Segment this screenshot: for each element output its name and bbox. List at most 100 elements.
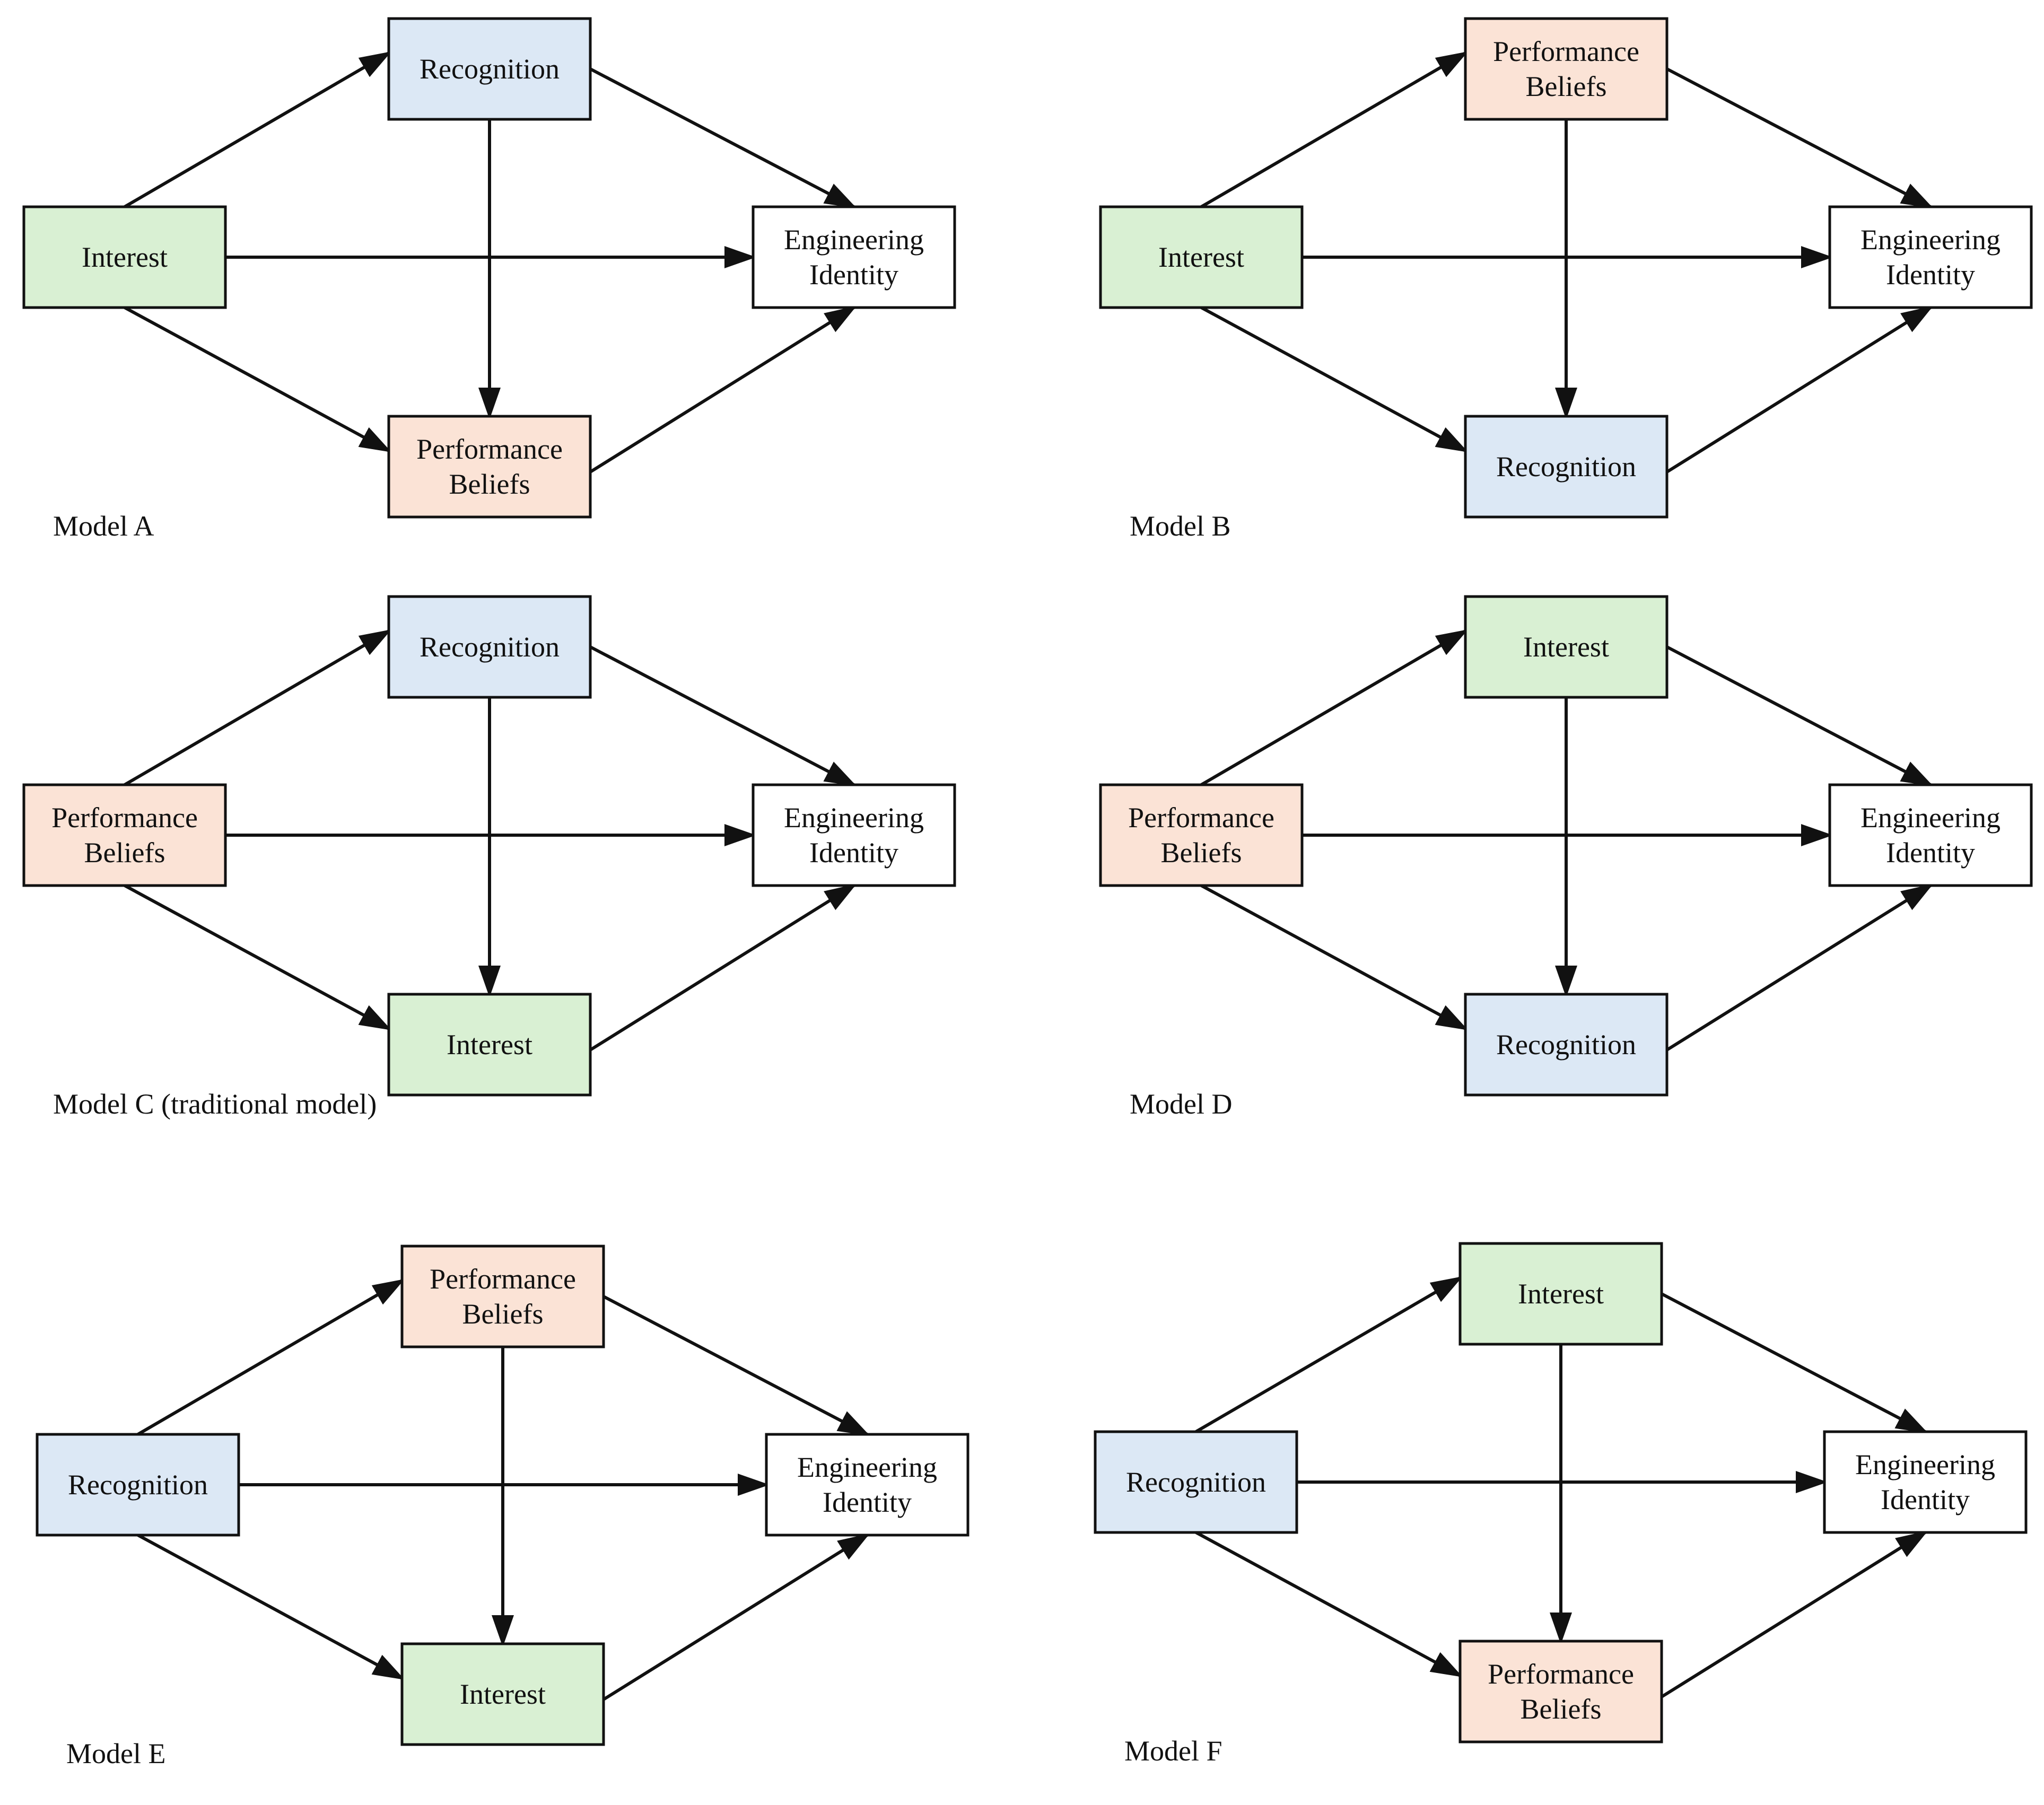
model-caption: Model A <box>53 510 154 542</box>
node-label: Beliefs <box>1161 837 1242 869</box>
node-bottom-interest: Interest <box>387 993 592 1097</box>
node-label: Identity <box>1886 259 1975 291</box>
node-box <box>1828 783 2033 887</box>
node-top-interest: Interest <box>1464 595 1669 699</box>
node-label: Identity <box>823 1486 912 1518</box>
edge-bottom-to-right <box>602 1533 870 1701</box>
node-label: Performance <box>416 433 563 465</box>
node-box <box>1099 205 1304 309</box>
node-box <box>752 783 956 887</box>
node-label: Recognition <box>1496 1029 1636 1061</box>
node-box <box>1099 783 1304 887</box>
node-label: Interest <box>460 1678 546 1710</box>
node-label: Engineering <box>797 1451 937 1483</box>
node-label: Recognition <box>1496 451 1636 483</box>
edge-left-to-top <box>124 629 392 786</box>
node-box <box>387 17 592 121</box>
edge-top-to-right <box>1666 67 1934 208</box>
node-top-recognition: Recognition <box>387 17 592 121</box>
model-caption: Model C (traditional model) <box>53 1088 377 1120</box>
node-box <box>765 1433 969 1537</box>
node-label: Identity <box>1886 837 1975 869</box>
edge-left-to-top <box>1195 1276 1463 1433</box>
node-label: Engineering <box>1860 224 2001 256</box>
node-left-recognition: Recognition <box>1094 1430 1298 1534</box>
node-label: Beliefs <box>84 837 165 869</box>
node-box <box>1464 17 1669 121</box>
edge-left-to-bottom <box>1200 306 1469 452</box>
edge-left-to-bottom <box>1195 1531 1463 1677</box>
node-label: Identity <box>809 837 898 869</box>
node-label: Beliefs <box>1526 71 1607 102</box>
node-label: Identity <box>1881 1484 1970 1515</box>
edge-top-to-right <box>1661 1292 1928 1433</box>
edge-top-to-right <box>589 645 857 786</box>
node-box <box>1823 1430 2028 1534</box>
node-box <box>387 595 592 699</box>
edge-left-to-bottom <box>1200 884 1469 1030</box>
edge-left-to-bottom <box>137 1534 405 1680</box>
node-box <box>36 1433 240 1537</box>
node-bottom-interest: Interest <box>400 1642 605 1746</box>
node-box <box>22 783 227 887</box>
node-box <box>1464 415 1669 519</box>
node-box <box>1464 993 1669 1097</box>
model-caption: Model E <box>66 1738 165 1769</box>
edge-bottom-to-right <box>1661 1530 1928 1698</box>
node-label: Interest <box>82 241 168 273</box>
node-label: Recognition <box>68 1469 208 1501</box>
node-bottom-recognition: Recognition <box>1464 993 1669 1097</box>
edge-bottom-to-right <box>589 305 857 474</box>
node-label: Engineering <box>1855 1449 1995 1480</box>
edge-top-to-right <box>1666 645 1934 786</box>
edge-left-to-bottom <box>124 306 392 452</box>
edge-left-to-top <box>1200 629 1469 786</box>
node-box <box>752 205 956 309</box>
edge-left-to-top <box>137 1278 405 1436</box>
node-box <box>387 993 592 1097</box>
node-box <box>387 415 592 519</box>
node-label: Beliefs <box>449 468 530 500</box>
node-label: Interest <box>1518 1278 1604 1310</box>
node-label: Performance <box>1493 36 1639 67</box>
node-label: Recognition <box>420 631 560 663</box>
node-top-recognition: Recognition <box>387 595 592 699</box>
node-label: Performance <box>1488 1658 1634 1690</box>
node-label: Engineering <box>784 224 924 256</box>
edge-left-to-top <box>124 51 392 208</box>
edge-top-to-right <box>589 67 857 208</box>
model-caption: Model B <box>1130 510 1231 542</box>
node-label: Identity <box>809 259 898 291</box>
node-box <box>1458 1242 1663 1346</box>
node-top-interest: Interest <box>1458 1242 1663 1346</box>
node-label: Performance <box>51 802 198 834</box>
node-label: Interest <box>1158 241 1244 273</box>
node-label: Beliefs <box>462 1298 544 1330</box>
node-left-recognition: Recognition <box>36 1433 240 1537</box>
node-label: Performance <box>430 1263 576 1295</box>
node-box <box>22 205 227 309</box>
node-box <box>1458 1640 1663 1743</box>
node-label: Performance <box>1128 802 1274 834</box>
node-label: Interest <box>1523 631 1609 663</box>
edge-top-to-right <box>602 1295 870 1436</box>
node-box <box>1828 205 2033 309</box>
edge-bottom-to-right <box>589 883 857 1052</box>
